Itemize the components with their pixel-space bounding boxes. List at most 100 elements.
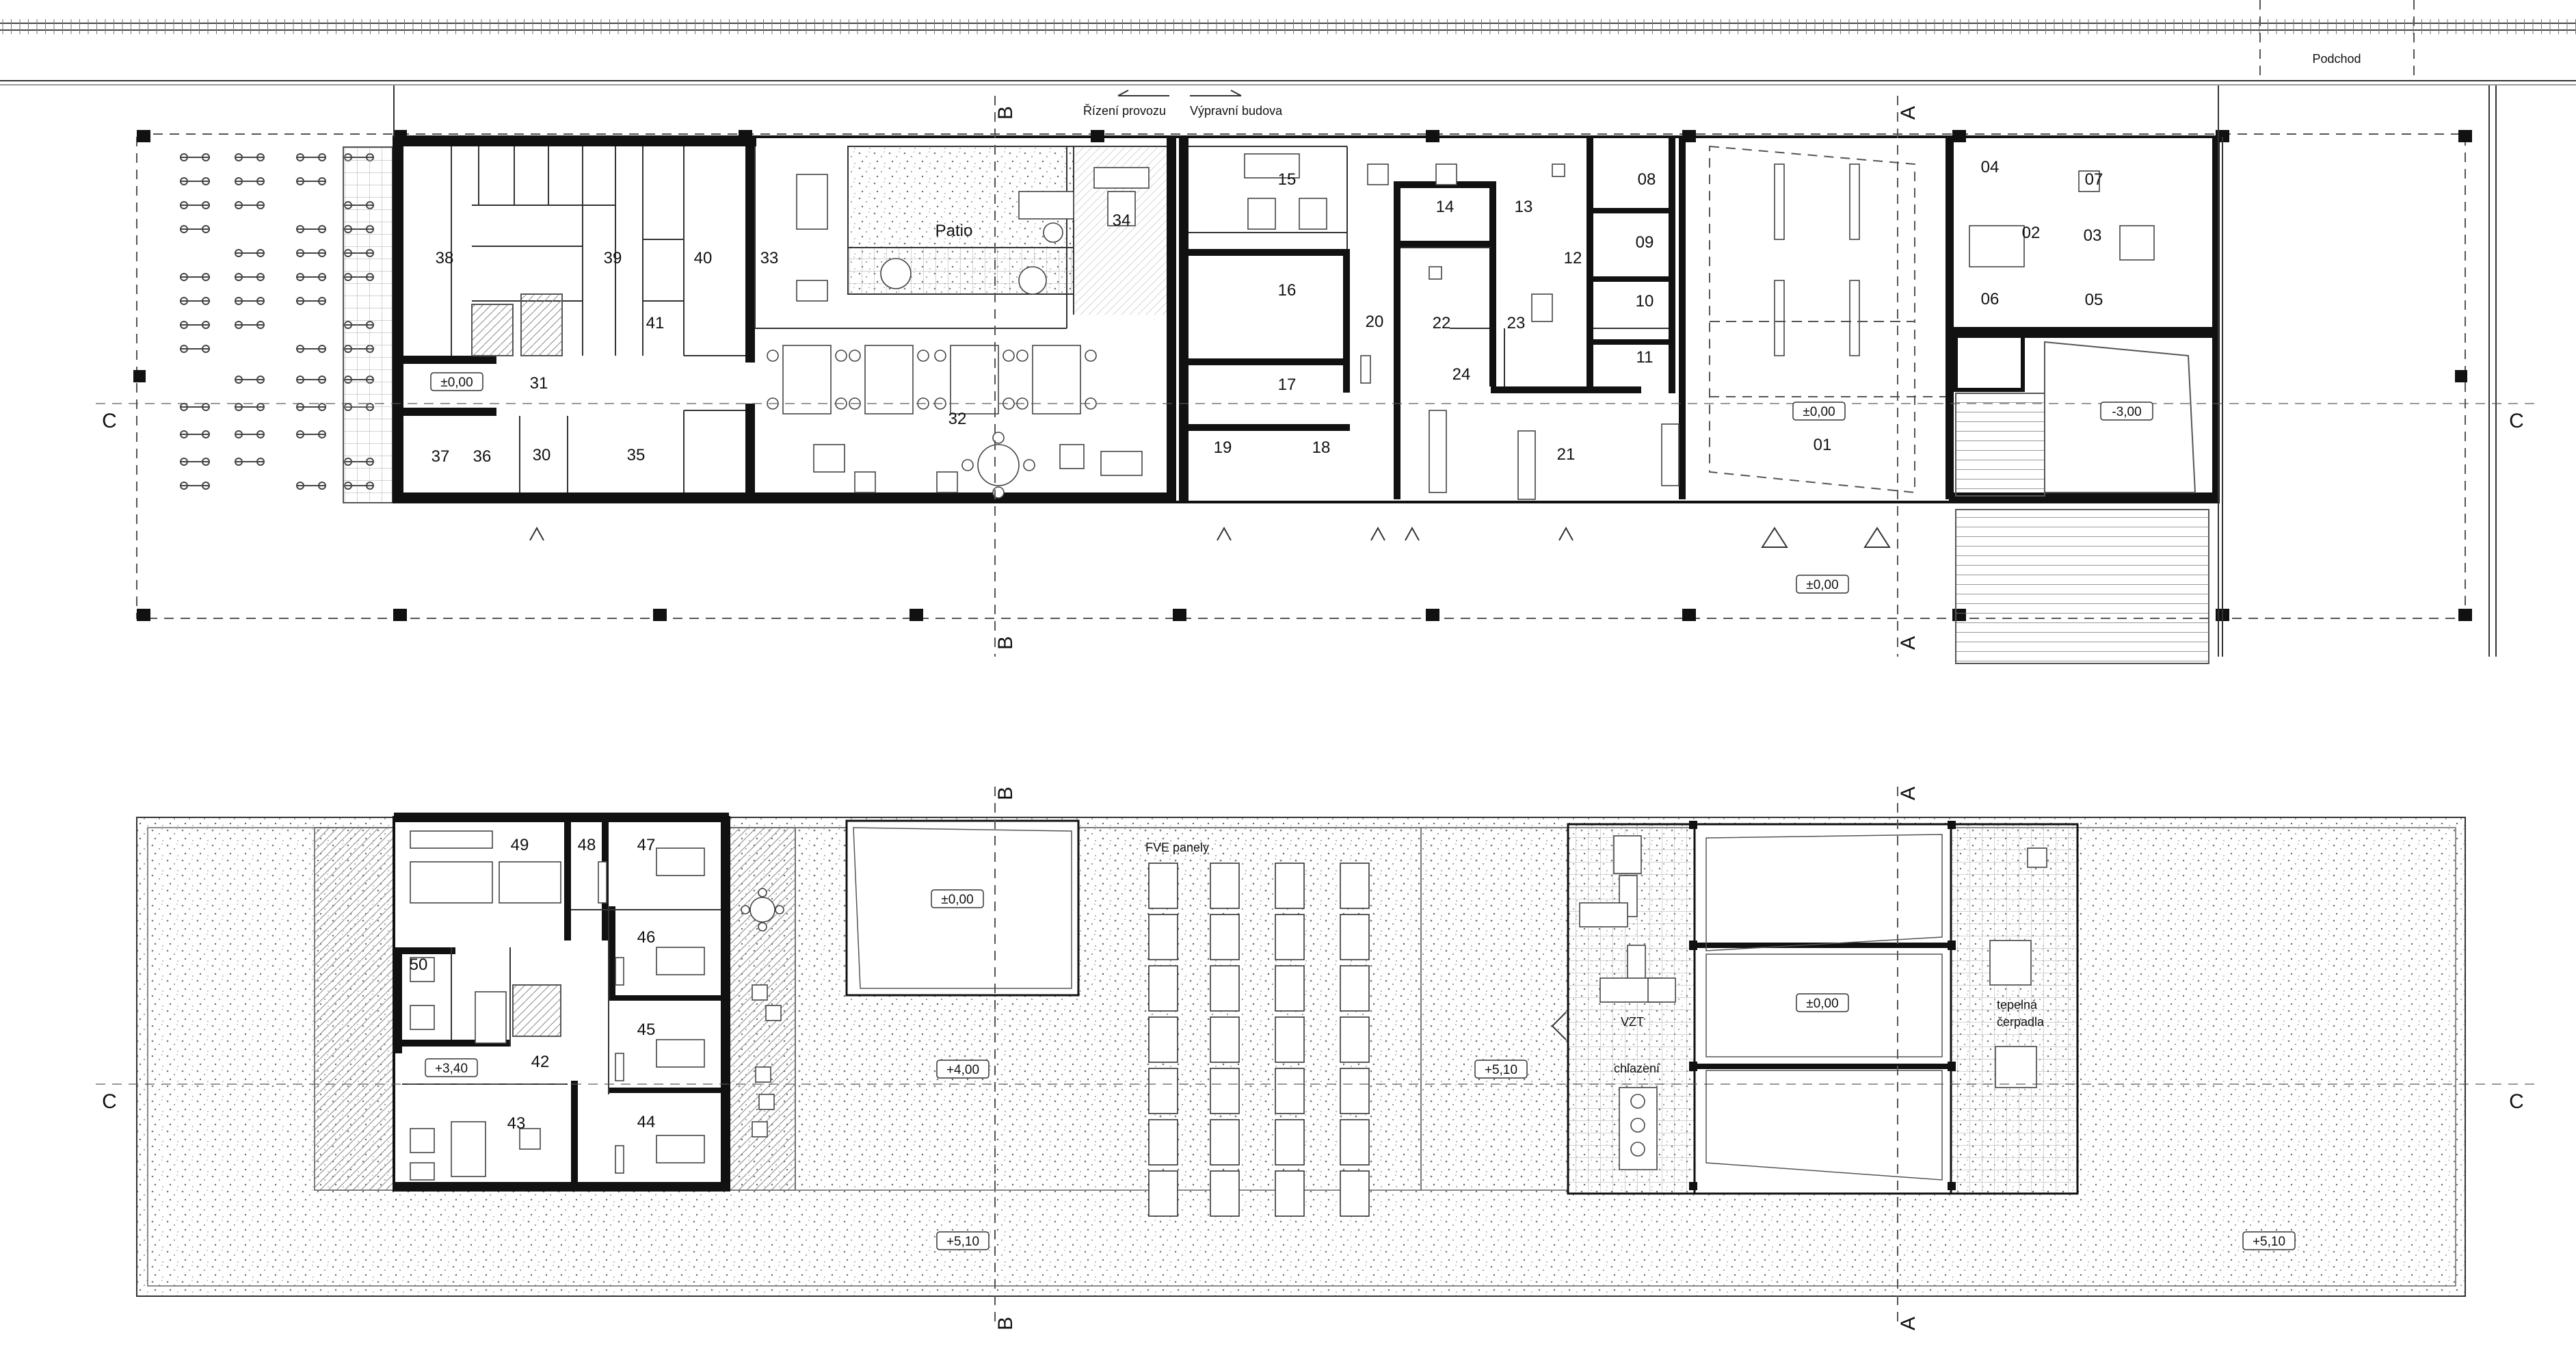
sign-station-building: Výpravní budova xyxy=(1190,104,1283,118)
section-mark-a-bottom: A xyxy=(1897,636,1920,650)
pv-panel xyxy=(1275,863,1305,909)
room-15: 15 xyxy=(1278,170,1297,189)
room-02: 02 xyxy=(2022,224,2041,242)
direction-signs: Řízení provozu Výpravní budova xyxy=(1083,90,1283,118)
level-tag-hall: ±0,00 xyxy=(1792,402,1846,421)
vzt-label: VZT xyxy=(1621,1015,1644,1029)
heat-pumps-label-2: čerpadla xyxy=(1997,1015,2045,1029)
room-17: 17 xyxy=(1278,376,1297,394)
room-39: 39 xyxy=(604,249,622,267)
level-tag-terrace-text: +4,00 xyxy=(946,1063,979,1077)
ground-floor-plan: B B A A C C Řízení provozu Výpravní budo… xyxy=(96,86,2537,664)
room-31: 31 xyxy=(530,374,548,393)
pv-panel xyxy=(1275,1170,1305,1217)
pv-panels-label: FVE panely xyxy=(1145,841,1209,854)
pv-panel xyxy=(1340,863,1370,909)
pv-panel xyxy=(1210,965,1240,1012)
room-48: 48 xyxy=(578,836,596,854)
room-22: 22 xyxy=(1433,314,1451,332)
room-11: 11 xyxy=(1636,348,1654,367)
pv-panel xyxy=(1148,1119,1178,1166)
room-35: 35 xyxy=(627,446,646,464)
upper-floor-plan: B B A A C C FVE panely VZT chlazení tepe… xyxy=(96,787,2537,1330)
pv-panel xyxy=(1340,1016,1370,1063)
level-tag-hall-void: ±0,00 xyxy=(1796,993,1849,1012)
room-12: 12 xyxy=(1564,249,1582,267)
section-mark-b-bottom-upper: B xyxy=(994,1317,1017,1330)
section-mark-a-top: A xyxy=(1897,106,1920,120)
room-08: 08 xyxy=(1638,170,1656,189)
level-tag-outdoor-text: ±0,00 xyxy=(1806,578,1838,592)
section-mark-c-left-upper: C xyxy=(102,1090,117,1113)
level-tag-roof-left-text: +5,10 xyxy=(946,1235,979,1249)
room-42: 42 xyxy=(531,1053,550,1071)
rail-tracks: Podchod xyxy=(0,0,2576,86)
pv-panel xyxy=(1210,1170,1240,1217)
section-mark-a-bottom-upper: A xyxy=(1897,1317,1920,1330)
level-tag-outdoor: ±0,00 xyxy=(1796,575,1849,594)
room-24: 24 xyxy=(1452,365,1471,384)
room-14: 14 xyxy=(1436,198,1455,216)
level-tag-roof-mid-text: +5,10 xyxy=(1485,1063,1517,1077)
pv-panel xyxy=(1275,914,1305,960)
room-36: 36 xyxy=(473,447,492,466)
room-10: 10 xyxy=(1636,292,1654,311)
room-13: 13 xyxy=(1515,198,1533,216)
pv-panel xyxy=(1340,1170,1370,1217)
section-mark-c-left: C xyxy=(102,410,117,432)
room-18: 18 xyxy=(1312,438,1331,457)
pv-panel xyxy=(1340,914,1370,960)
level-tag-hall-text: ±0,00 xyxy=(1803,405,1835,419)
pv-panel xyxy=(1148,1170,1178,1217)
pv-panel xyxy=(1340,965,1370,1012)
level-tag-office-text: +3,40 xyxy=(435,1062,468,1076)
level-tag-hall-void-text: ±0,00 xyxy=(1806,997,1838,1011)
level-tag-office: +3,40 xyxy=(425,1058,478,1077)
pv-panel xyxy=(1340,1119,1370,1166)
room-47: 47 xyxy=(637,836,656,854)
pv-panel xyxy=(1148,914,1178,960)
section-mark-b-top-upper: B xyxy=(994,787,1017,800)
room-19: 19 xyxy=(1214,438,1232,457)
room-30: 30 xyxy=(533,446,551,464)
patio-label: Patio xyxy=(935,222,973,240)
entry-arrows xyxy=(529,526,1891,548)
room-40: 40 xyxy=(694,249,713,267)
level-tag-entrance-text: ±0,00 xyxy=(440,376,473,390)
level-tag-underpass-text: -3,00 xyxy=(2112,405,2141,419)
section-mark-c-right-upper: C xyxy=(2509,1090,2524,1113)
sign-traffic-control: Řízení provozu xyxy=(1083,104,1166,118)
pv-panel xyxy=(1275,1068,1305,1114)
room-44: 44 xyxy=(637,1113,656,1131)
pv-panel xyxy=(1210,863,1240,909)
room-16: 16 xyxy=(1278,281,1297,300)
cooling-label: chlazení xyxy=(1614,1062,1660,1075)
room-09: 09 xyxy=(1636,233,1654,252)
room-07: 07 xyxy=(2085,170,2103,189)
room-05: 05 xyxy=(2085,291,2103,309)
room-37: 37 xyxy=(431,447,450,466)
heat-pumps-label-1: tepelná xyxy=(1997,998,2038,1012)
room-03: 03 xyxy=(2084,226,2102,245)
room-33: 33 xyxy=(760,249,779,267)
pv-panel xyxy=(1148,1016,1178,1063)
room-21: 21 xyxy=(1557,445,1576,464)
pv-panel xyxy=(1148,1068,1178,1114)
level-tag-patio-void-text: ±0,00 xyxy=(941,893,973,907)
pv-panel xyxy=(1210,1016,1240,1063)
pv-panel xyxy=(1210,1119,1240,1166)
level-tag-roof-right-text: +5,10 xyxy=(2253,1235,2285,1249)
level-tag-roof-mid: +5,10 xyxy=(1474,1060,1528,1079)
pv-panel xyxy=(1148,965,1178,1012)
pv-panel xyxy=(1340,1068,1370,1114)
level-tag-underpass: -3,00 xyxy=(2100,402,2153,421)
level-tag-roof-left: +5,10 xyxy=(936,1231,990,1250)
room-20: 20 xyxy=(1366,313,1384,331)
pv-panel xyxy=(1275,1016,1305,1063)
section-mark-a-top-upper: A xyxy=(1897,787,1920,800)
section-mark-b-bottom: B xyxy=(994,636,1017,650)
room-34: 34 xyxy=(1113,211,1131,230)
level-tag-patio-void: ±0,00 xyxy=(931,889,984,908)
room-50: 50 xyxy=(410,956,428,974)
